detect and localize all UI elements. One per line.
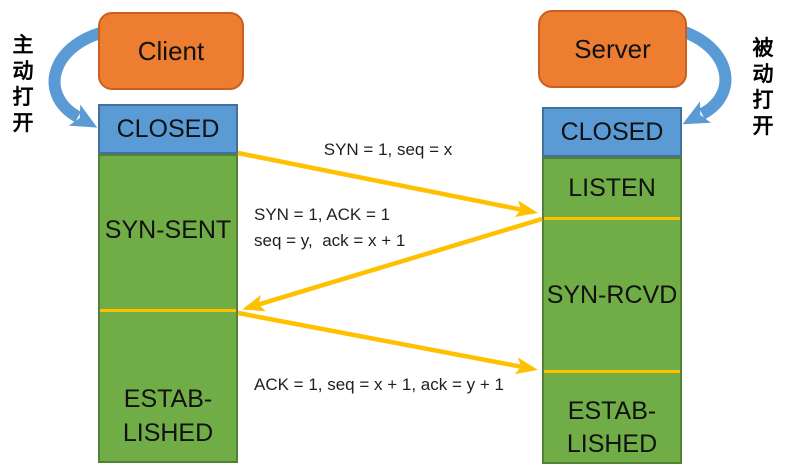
syn-message-label: SYN = 1, seq = x [323, 140, 453, 159]
ack-arrow-icon [237, 310, 538, 375]
server-state-divider-synrcvd [544, 370, 680, 373]
server-state-divider-listen [544, 217, 680, 220]
client-state-closed: CLOSED [116, 115, 220, 143]
client-state-divider [100, 309, 236, 312]
server-closed-segment [542, 107, 682, 157]
active-open-note: 主 动 打 开 [12, 34, 34, 135]
client-state-bar: CLOSED SYN-SENT ESTAB- LISHED [98, 104, 238, 463]
client-state-syn-sent: SYN-SENT [104, 216, 232, 244]
passive-open-note: 被 动 打 开 [752, 37, 774, 138]
server-green-segment [542, 157, 682, 464]
client-closed-segment [98, 104, 238, 154]
ack-message-label: ACK = 1, seq = x + 1, ack = y + 1 [254, 375, 504, 394]
server-state-closed: CLOSED [560, 118, 664, 146]
server-box: Server [538, 10, 687, 88]
server-state-established: ESTAB- LISHED [566, 397, 658, 458]
server-state-syn-rcvd: SYN-RCVD [546, 281, 678, 309]
server-state-bar: CLOSED LISTEN SYN-RCVD ESTAB- LISHED [542, 107, 682, 464]
server-state-listen: LISTEN [568, 174, 656, 202]
client-box-label: Client [137, 35, 205, 66]
client-green-segment [98, 154, 238, 463]
syn-ack-message-label: SYN = 1, ACK = 1 seq = y, ack = x + 1 [254, 205, 406, 250]
server-box-label: Server [574, 33, 651, 64]
client-state-established: ESTAB- LISHED [122, 385, 214, 447]
client-box: Client [98, 12, 244, 90]
